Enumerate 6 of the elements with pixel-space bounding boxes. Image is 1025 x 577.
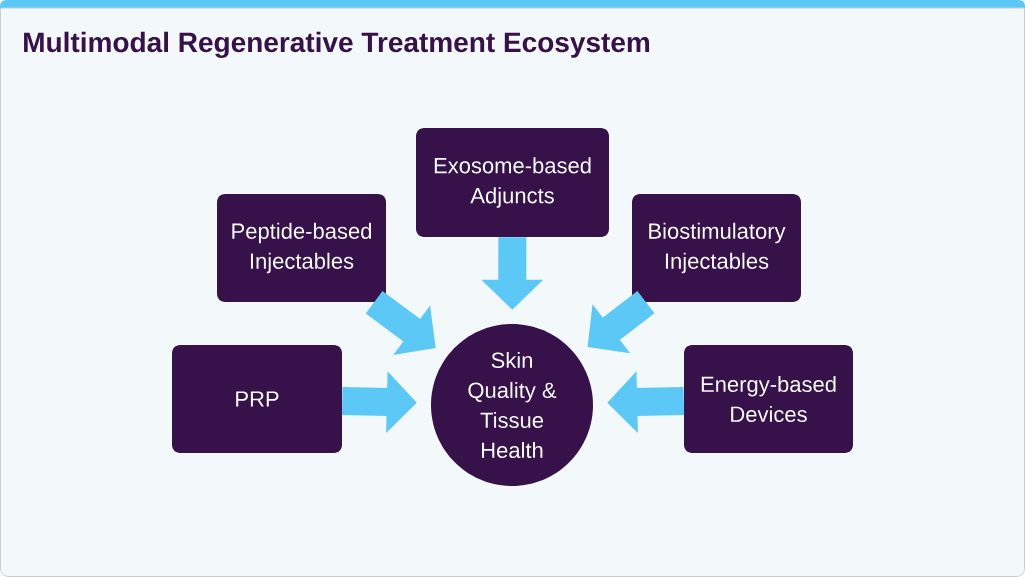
process-box: Peptide-based Injectables <box>217 194 386 302</box>
process-box: Energy-based Devices <box>684 345 853 453</box>
process-box: PRP <box>172 345 342 453</box>
title: Multimodal Regenerative Treatment Ecosystem <box>24 31 650 58</box>
process-box: Exosome-based Adjuncts <box>416 128 609 237</box>
process-box: Biostimulatory Injectables <box>632 194 801 302</box>
